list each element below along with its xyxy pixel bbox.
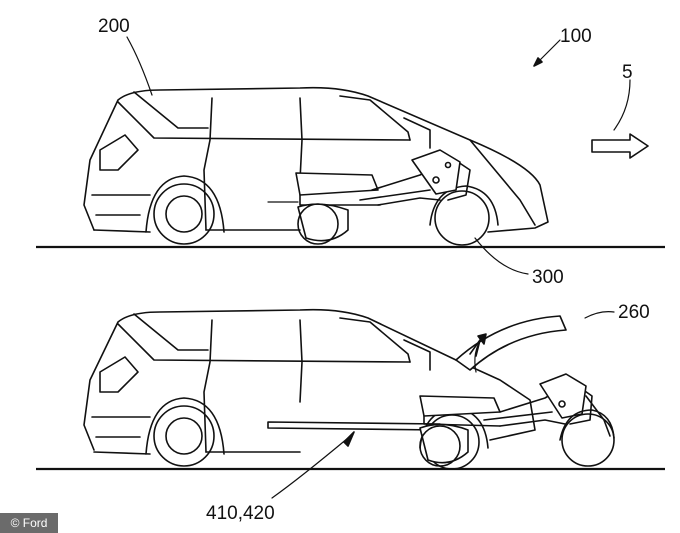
label-motorcycle: 300 bbox=[532, 267, 564, 288]
extension-rails bbox=[267, 421, 441, 431]
label-vehicle: 200 bbox=[98, 16, 130, 37]
motorcycle-top bbox=[295, 149, 471, 245]
front-wheel-top bbox=[434, 190, 490, 246]
top-panel bbox=[36, 36, 665, 275]
rear-wheel-top bbox=[153, 183, 215, 245]
vehicle-body-outline bbox=[83, 86, 549, 233]
direction-arrow bbox=[591, 133, 649, 159]
raised-hood bbox=[455, 315, 567, 371]
copyright-credit: © Ford bbox=[0, 513, 58, 533]
label-direction: 5 bbox=[622, 62, 633, 83]
rear-wheel-bottom bbox=[153, 405, 215, 467]
motorcycle-front-wheel bbox=[561, 413, 615, 467]
label-hood: 260 bbox=[618, 302, 650, 323]
vehicle-body-outline-bottom bbox=[83, 308, 457, 451]
vehicle-top bbox=[83, 86, 549, 246]
label-rails: 410,420 bbox=[206, 503, 275, 524]
label-system: 100 bbox=[560, 26, 592, 47]
vehicle-bottom bbox=[83, 308, 567, 470]
bottom-panel bbox=[36, 308, 665, 499]
motorcycle-bottom bbox=[419, 373, 615, 467]
